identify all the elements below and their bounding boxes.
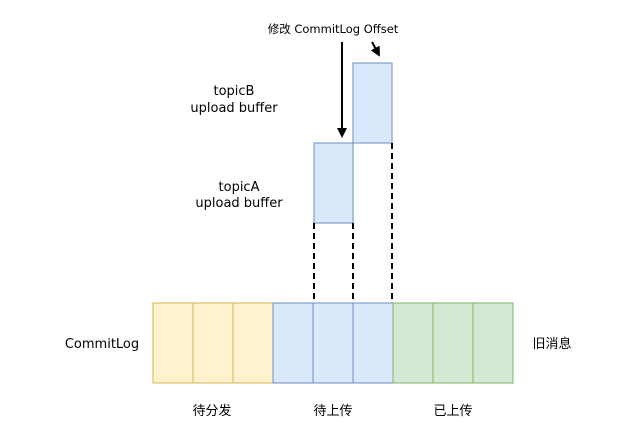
topic-b-upload-buffer xyxy=(352,62,393,144)
commitlog-cell-yellow-2 xyxy=(192,302,234,384)
arrow-to-topic-b-icon xyxy=(370,41,380,57)
commitlog-uploaded-group xyxy=(392,302,514,384)
commitlog-pending-upload-group xyxy=(272,302,394,384)
topic-b-label-line2: upload buffer xyxy=(190,101,278,116)
commitlog-cell-yellow-1 xyxy=(152,302,194,384)
commitlog-label: CommitLog xyxy=(65,337,139,352)
pending-dispatch-label: 待分发 xyxy=(192,403,231,419)
pending-upload-label: 待上传 xyxy=(313,404,352,419)
commitlog-cell-green-1 xyxy=(392,302,434,384)
topic-a-label-line2: upload buffer xyxy=(195,196,283,211)
commitlog-cell-green-2 xyxy=(432,302,474,384)
topic-a-label-line1: topicA xyxy=(219,180,260,195)
commitlog-pending-dispatch-group xyxy=(152,302,274,384)
commitlog-cell-blue-2 xyxy=(312,302,354,384)
commitlog-cell-blue-3 xyxy=(352,302,394,384)
commitlog-cell-yellow-3 xyxy=(232,302,274,384)
commitlog-cell-blue-1 xyxy=(272,302,314,384)
topic-b-label-line1: topicB xyxy=(214,84,255,99)
commitlog-offset-note: 修改 CommitLog Offset xyxy=(268,22,399,36)
uploaded-label: 已上传 xyxy=(433,404,472,419)
topic-a-upload-buffer xyxy=(313,142,354,224)
commitlog-cell-green-3 xyxy=(472,302,514,384)
old-messages-label: 旧消息 xyxy=(532,336,571,352)
